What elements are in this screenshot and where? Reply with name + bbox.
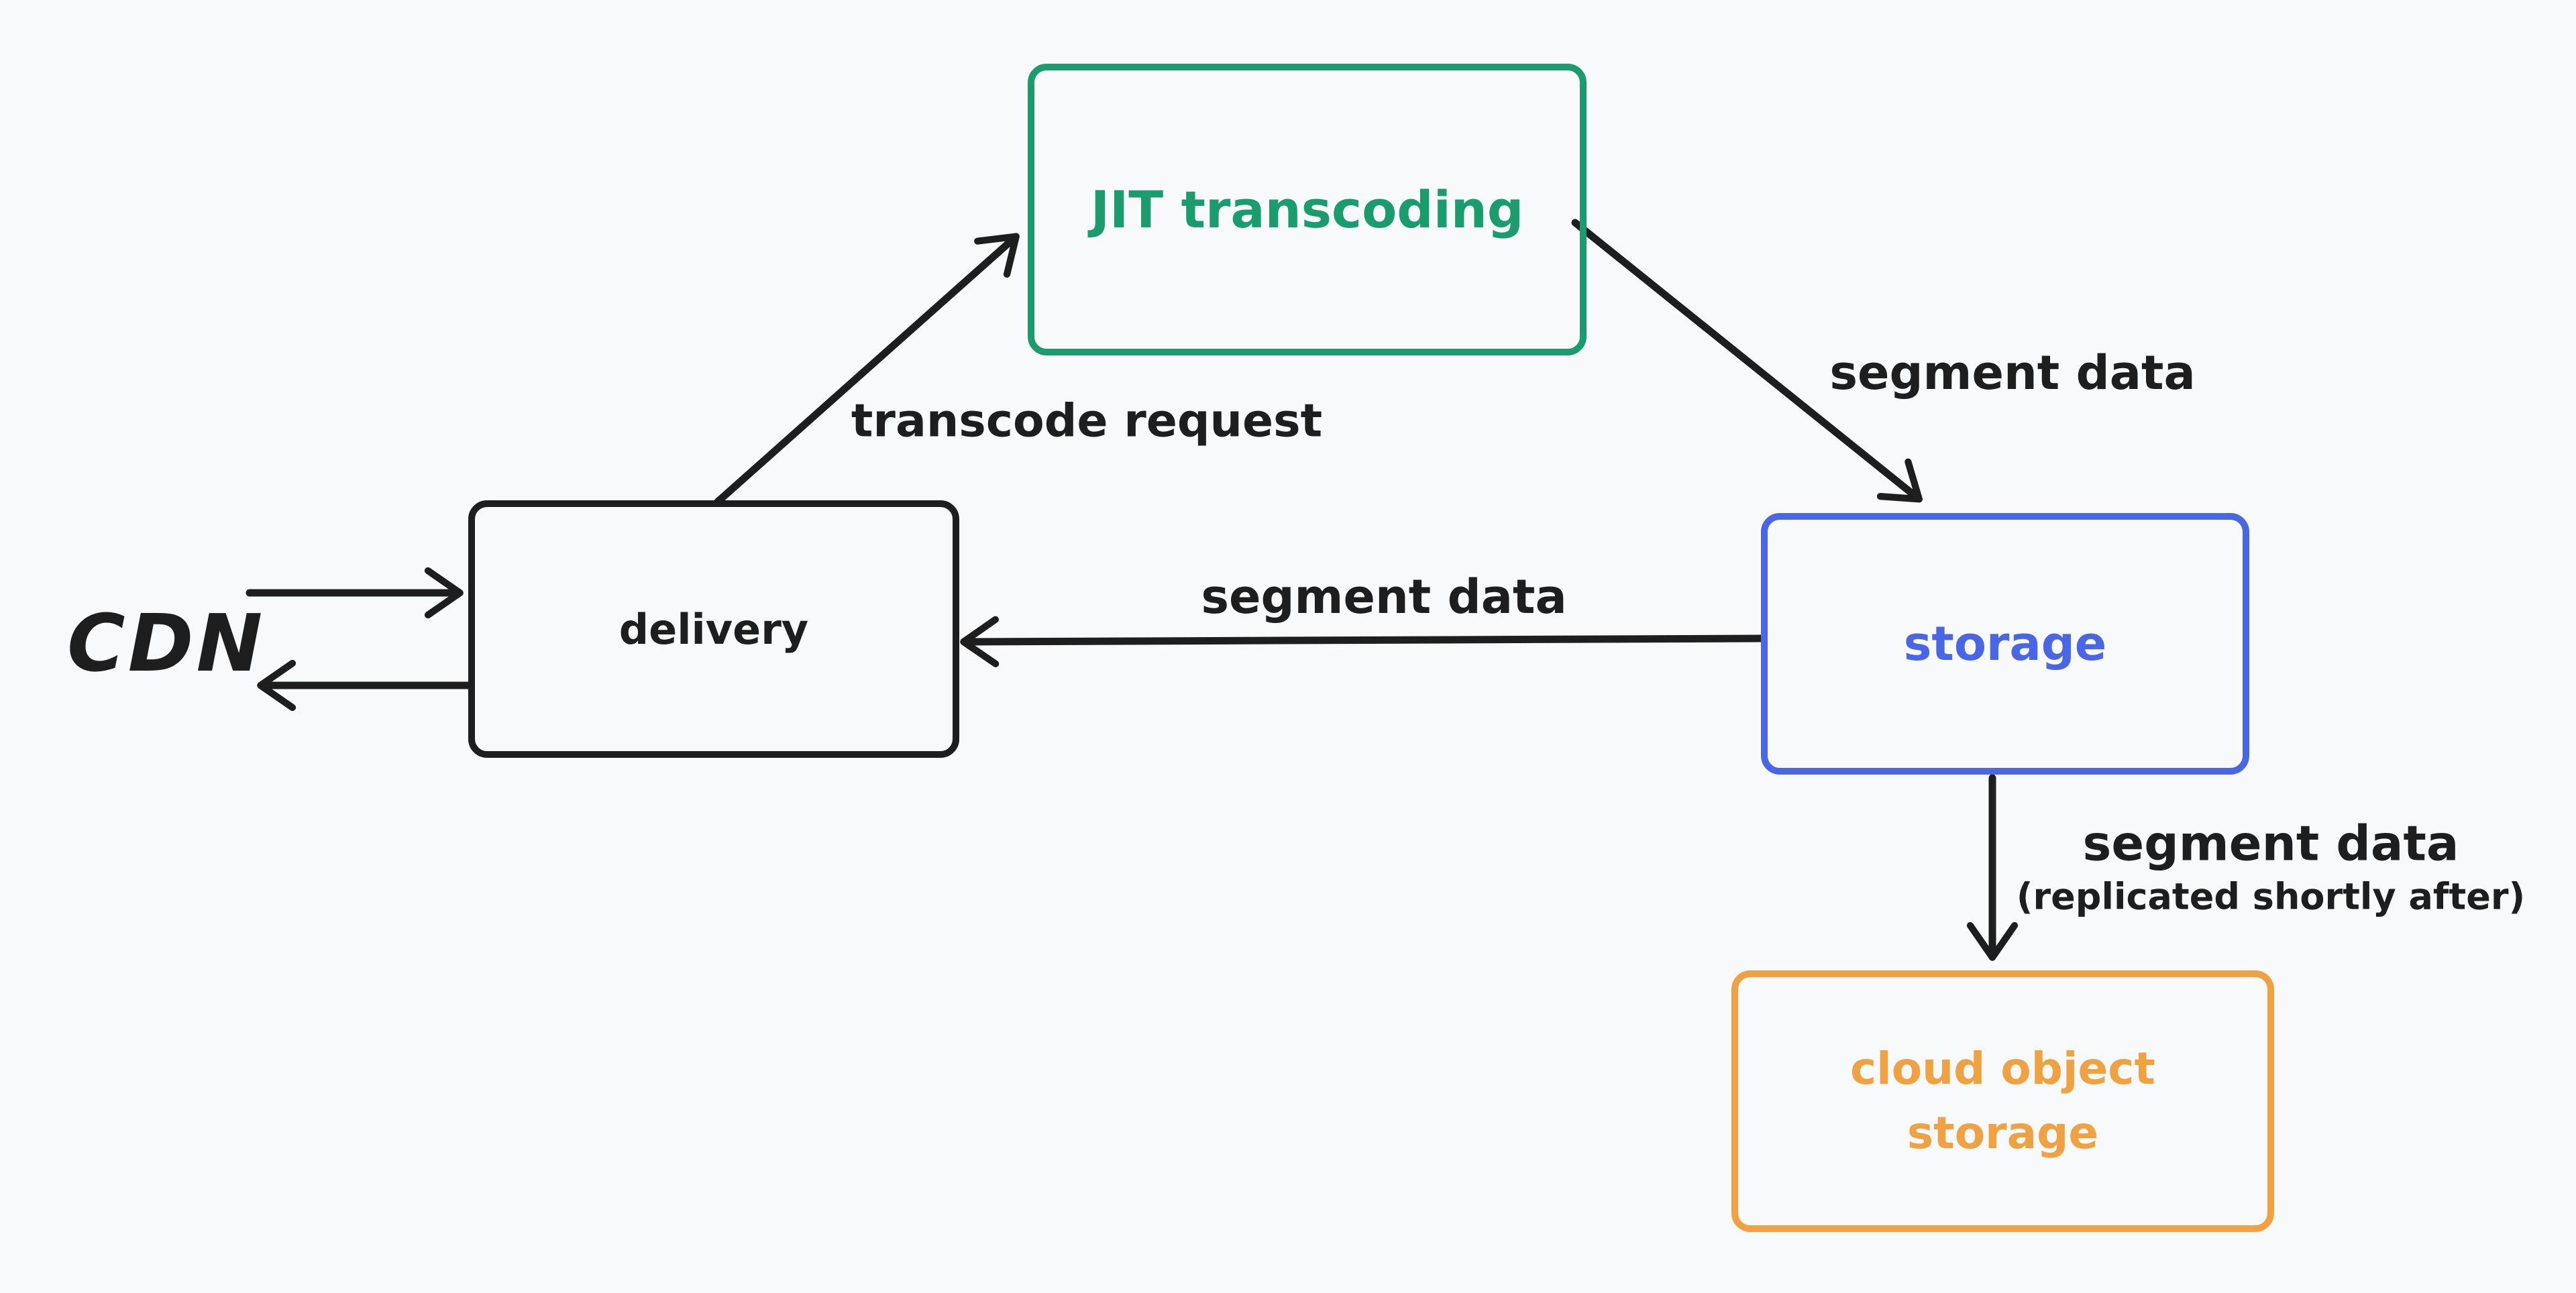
edge-label-segment-data-bottom-text: segment data xyxy=(2082,815,2459,872)
node-cloud-object-storage-label: cloud object storage xyxy=(1850,1043,2155,1159)
edge-label-segment-data-bottom: segment data (replicated shortly after) xyxy=(2017,816,2525,918)
node-delivery: delivery xyxy=(468,500,959,758)
edge-label-replication-note: (replicated shortly after) xyxy=(2016,875,2526,918)
edge-label-segment-data-mid: segment data xyxy=(1201,569,1567,624)
node-jit-transcoding-label: JIT transcoding xyxy=(1090,180,1524,239)
node-storage-label: storage xyxy=(1903,616,2107,671)
node-storage: storage xyxy=(1761,513,2249,775)
edge-label-segment-data-top: segment data xyxy=(1829,345,2196,400)
node-cloud-object-storage: cloud object storage xyxy=(1731,970,2274,1232)
arrow-jit-to-storage xyxy=(1571,219,1923,503)
node-delivery-label: delivery xyxy=(619,604,809,654)
node-jit-transcoding: JIT transcoding xyxy=(1028,64,1587,355)
arrow-storage-to-delivery xyxy=(960,616,1765,667)
edge-label-transcode-request: transcode request xyxy=(851,394,1323,448)
node-cdn: CDN xyxy=(67,597,266,689)
arrow-delivery-to-jit xyxy=(714,233,1020,506)
